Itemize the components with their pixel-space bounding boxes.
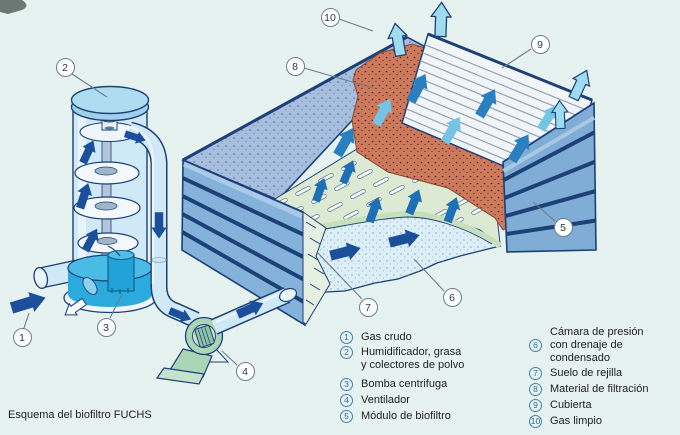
- centrifugal-pump: [107, 245, 135, 294]
- legend-label-2-line1: Humidificador, grasa: [361, 346, 462, 358]
- legend-label-8: Material de filtración: [550, 383, 649, 395]
- callout-10: 10: [320, 7, 340, 27]
- callout-2: 2: [55, 57, 75, 77]
- callout-7: 7: [358, 297, 378, 317]
- biofilter-module: [181, 1, 597, 327]
- legend-num-2: 2: [340, 346, 353, 359]
- tower-lid: [70, 85, 150, 122]
- legend-label-10: Gas limpio: [550, 415, 602, 427]
- legend-item-7: 7 Suelo de rejilla: [529, 367, 679, 380]
- legend-label-6-line2: con drenaje de: [550, 339, 623, 351]
- legend-num-4: 4: [340, 394, 353, 407]
- legend-num-8: 8: [529, 383, 542, 396]
- callout-5: 5: [553, 217, 573, 237]
- cutaway-edge: [302, 211, 331, 325]
- callout-1: 1: [12, 327, 32, 347]
- legend-num-3: 3: [340, 378, 353, 391]
- legend-label-7: Suelo de rejilla: [550, 367, 623, 379]
- callout-8: 8: [285, 56, 305, 76]
- legend-item-10: 10 Gas limpio: [529, 415, 679, 428]
- legend-num-5: 5: [340, 410, 353, 423]
- legend-label-6-line3: condensado: [550, 352, 610, 364]
- leader-lines: [23, 18, 556, 366]
- callout-6: 6: [442, 287, 462, 307]
- legend-num-7: 7: [529, 367, 542, 380]
- legend-num-6: 6: [529, 339, 542, 352]
- callout-4: 4: [235, 361, 255, 381]
- legend-item-8: 8 Material de filtración: [529, 383, 679, 396]
- legend-item-3: 3 Bomba centrifuga: [340, 378, 525, 391]
- outlet-pipe: [210, 287, 298, 335]
- legend-num-10: 10: [529, 415, 542, 428]
- legend-num-1: 1: [340, 331, 353, 344]
- legend-label-4: Ventilador: [361, 394, 410, 406]
- callout-9: 9: [530, 34, 550, 54]
- legend-label-5: Módulo de biofiltro: [361, 410, 451, 422]
- legend-label-1: Gas crudo: [361, 331, 412, 343]
- piping: [123, 121, 200, 328]
- legend-item-9: 9 Cubierta: [529, 399, 679, 412]
- right-wall: [502, 101, 597, 253]
- pressure-chamber: [304, 213, 502, 294]
- legend-item-1: 1 Gas crudo: [340, 331, 525, 344]
- left-wall: [181, 158, 306, 327]
- fan: [155, 316, 230, 385]
- legend-item-4: 4 Ventilador: [340, 394, 525, 407]
- legend-label-6-line1: Cámara de presión: [550, 326, 644, 338]
- callout-3: 3: [96, 317, 116, 337]
- diagram-caption: Esquema del biofiltro FUCHS: [8, 409, 152, 421]
- legend-item-5: 5 Módulo de biofiltro: [340, 410, 525, 423]
- legend-label-9: Cubierta: [550, 399, 592, 411]
- humidifier-tower: [33, 85, 157, 321]
- floor-front-edge: [306, 210, 502, 249]
- legend-num-9: 9: [529, 399, 542, 412]
- legend-label-2-line2: y colectores de polvo: [361, 359, 465, 371]
- scan-smudge: [0, 0, 27, 14]
- legend-label-3: Bomba centrifuga: [361, 378, 448, 390]
